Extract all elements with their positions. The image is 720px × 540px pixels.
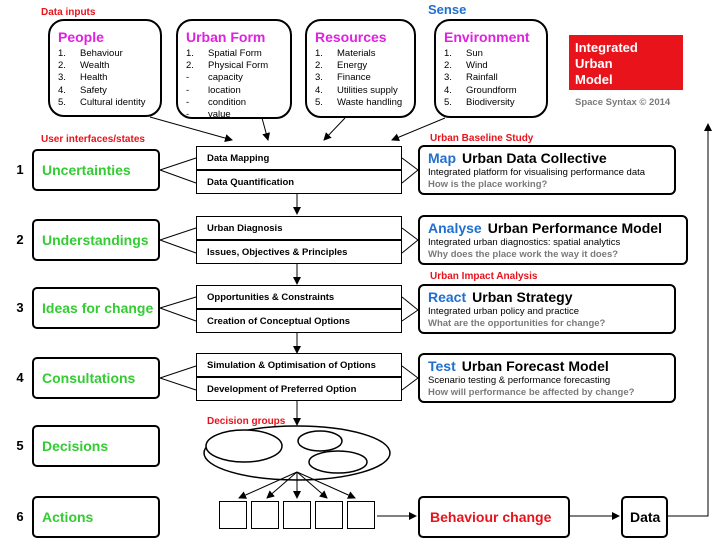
input-item: 1.Materials: [315, 48, 376, 59]
input-item: 5.Biodiversity: [444, 96, 515, 108]
model-title: Urban Data Collective: [462, 150, 607, 166]
stage-understandings: Understandings: [32, 219, 160, 261]
brand-line: Urban: [575, 56, 613, 71]
stage-number: 1: [16, 162, 24, 177]
input-title: People: [58, 29, 104, 45]
input-item: -location: [186, 84, 241, 96]
process-simulation-optimisation: Simulation & Optimisation of Options: [196, 353, 402, 377]
data-inputs-heading: Data inputs: [41, 7, 96, 18]
process-data-quantification: Data Quantification: [196, 170, 402, 194]
stage-consultations: Consultations: [32, 357, 160, 399]
user-interfaces-heading: User interfaces/states: [41, 134, 145, 145]
action-box: [315, 501, 343, 529]
model-question: How is the place working?: [428, 179, 548, 190]
model-keyword: React: [428, 289, 467, 305]
model-description: Scenario testing & performance forecasti…: [428, 375, 611, 386]
action-box: [251, 501, 279, 529]
action-box: [347, 501, 375, 529]
input-item: 2.Energy: [315, 60, 368, 72]
model-description: Integrated urban policy and practice: [428, 306, 580, 317]
input-resources: Resources 1.Materials 2.Energy 3.Finance…: [305, 19, 416, 118]
model-question: What are the opportunities for change?: [428, 318, 606, 329]
model-keyword: Analyse: [428, 220, 482, 236]
decision-group-3: [308, 450, 368, 474]
arrow-resources-to-process: [323, 117, 346, 141]
input-item: -value: [186, 109, 231, 121]
data-box: Data: [621, 496, 668, 538]
stage-number: 6: [16, 509, 24, 524]
model-title: Urban Forecast Model: [461, 358, 609, 374]
input-item: 4.Safety: [58, 84, 107, 96]
stage-ideas-for-change: Ideas for change: [32, 287, 160, 329]
baseline-study-heading: Urban Baseline Study: [430, 133, 534, 144]
process-issues-objectives: Issues, Objectives & Principles: [196, 240, 402, 264]
input-item: -capacity: [186, 72, 243, 84]
process-conceptual-options: Creation of Conceptual Options: [196, 309, 402, 333]
process-opportunities-constraints: Opportunities & Constraints: [196, 285, 402, 309]
stage-number: 2: [16, 232, 24, 247]
sense-heading: Sense: [428, 2, 467, 17]
input-item: 2.Wind: [444, 60, 488, 72]
input-item: 1.Spatial Form: [186, 48, 262, 59]
process-preferred-option: Development of Preferred Option: [196, 377, 402, 401]
input-people: People 1.Behaviour 2.Wealth 3.Health 4.S…: [48, 19, 162, 117]
arrow-environment-to-process: [391, 117, 446, 142]
input-title: Resources: [315, 29, 387, 45]
input-item: 5.Cultural identity: [58, 96, 146, 108]
input-item: 5.Waste handling: [315, 96, 403, 108]
behaviour-change-box: Behaviour change: [418, 496, 570, 538]
model-urban-strategy: React Urban Strategy Integrated urban pol…: [418, 284, 676, 334]
input-title: Environment: [444, 29, 530, 45]
model-keyword: Test: [428, 358, 456, 374]
action-box: [219, 501, 247, 529]
action-box: [283, 501, 311, 529]
input-item: 3.Health: [58, 72, 108, 84]
arrow-people-to-process: [149, 116, 233, 142]
stage-number: 3: [16, 300, 24, 315]
input-item: 2.Physical Form: [186, 60, 269, 72]
brand-line: Integrated: [575, 40, 638, 55]
input-item: 1.Sun: [444, 48, 483, 59]
decision-group-2: [297, 430, 343, 452]
model-title: Urban Performance Model: [487, 220, 662, 236]
process-urban-diagnosis: Urban Diagnosis: [196, 216, 402, 240]
input-environment: Environment 1.Sun 2.Wind 3.Rainfall 4.Gr…: [434, 19, 548, 118]
decision-groups-heading: Decision groups: [207, 416, 286, 427]
model-question: How will performance be affected by chan…: [428, 387, 635, 398]
brand-logo: Integrated Urban Model: [569, 35, 683, 90]
input-item: 3.Rainfall: [444, 72, 498, 84]
model-urban-performance: Analyse Urban Performance Model Integrate…: [418, 215, 688, 265]
input-item: 3.Finance: [315, 72, 371, 84]
copyright: Space Syntax © 2014: [575, 97, 671, 108]
input-item: 4.Utilities supply: [315, 84, 398, 96]
stage-uncertainties: Uncertainties: [32, 149, 160, 191]
model-title: Urban Strategy: [472, 289, 573, 305]
input-item: 4.Groundform: [444, 84, 517, 96]
stage-decisions: Decisions: [32, 425, 160, 467]
stage-number: 5: [16, 438, 24, 453]
input-item: 2.Wealth: [58, 60, 110, 72]
input-urban-form: Urban Form 1.Spatial Form 2.Physical For…: [176, 19, 292, 121]
model-description: Integrated platform for visualising perf…: [428, 167, 646, 178]
model-description: Integrated urban diagnostics: spatial an…: [428, 237, 621, 248]
impact-analysis-heading: Urban Impact Analysis: [430, 271, 538, 282]
stage-actions: Actions: [32, 496, 160, 538]
arrow-urban-form-to-process: [261, 117, 271, 141]
input-item: 1.Behaviour: [58, 48, 123, 59]
process-data-mapping: Data Mapping: [196, 146, 402, 170]
brand-line: Model: [575, 72, 613, 87]
stage-number: 4: [16, 370, 24, 385]
model-urban-data-collective: Map Urban Data Collective Integrated plat…: [418, 145, 676, 195]
input-item: -condition: [186, 96, 247, 108]
input-title: Urban Form: [186, 29, 266, 45]
decision-group-1: [205, 429, 283, 463]
model-keyword: Map: [428, 150, 456, 166]
model-question: Why does the place work the way it does?: [428, 249, 619, 260]
model-urban-forecast: Test Urban Forecast Model Scenario testin…: [418, 353, 676, 403]
